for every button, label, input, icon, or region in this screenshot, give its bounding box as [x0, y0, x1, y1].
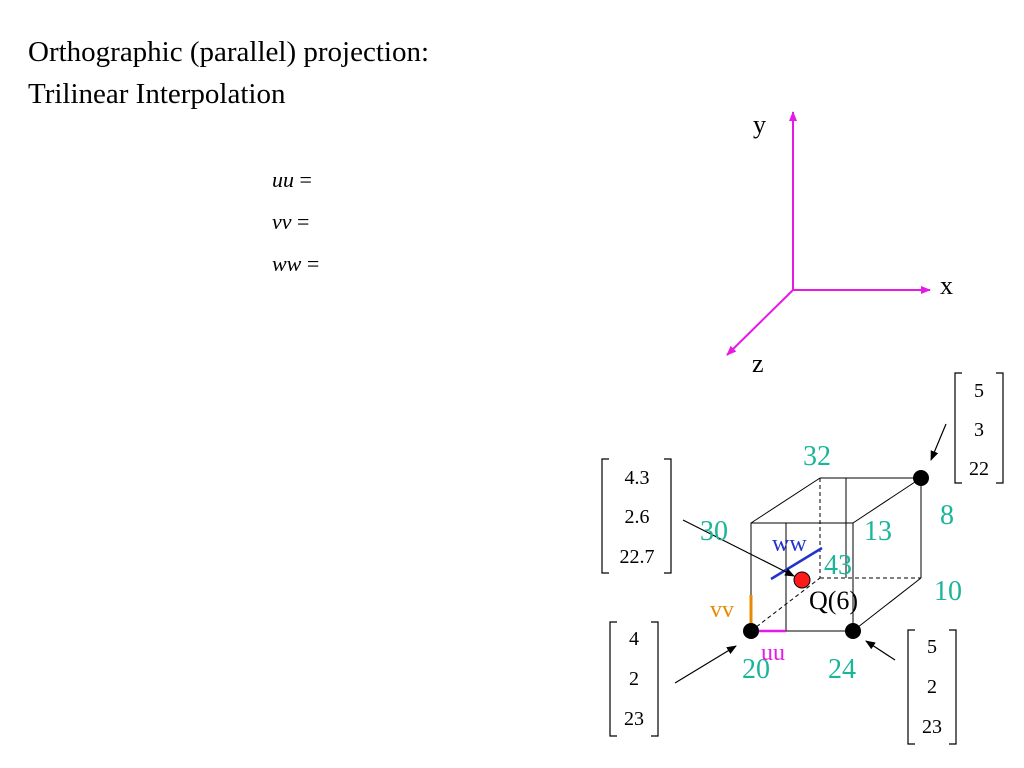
x-axis-label: x [940, 271, 953, 300]
y-axis-label: y [753, 110, 766, 139]
vector-bottom-left-y: 2 [629, 668, 639, 690]
ww-label: ww [772, 531, 807, 557]
title-line-2: Trilinear Interpolation [28, 78, 286, 110]
z-axis [726, 289, 794, 356]
cube-front-face [750, 522, 854, 632]
vector-bottom-left: 4 2 23 [609, 621, 659, 737]
z-axis-label: z [752, 349, 764, 378]
value-top-front-right: 13 [864, 516, 892, 547]
corner-point-bottom-left [743, 623, 759, 639]
value-bottom-front-right: 24 [828, 654, 856, 685]
query-point [793, 571, 811, 589]
vector-bottom-right-x: 5 [927, 636, 937, 658]
vector-point-y: 2.6 [625, 506, 650, 528]
formula-vv: vv = [272, 209, 309, 235]
corner-point-top-right [913, 470, 929, 486]
bracket-left [609, 621, 617, 737]
pointer-arrow-bottom-left [674, 645, 737, 684]
bracket-left [954, 372, 962, 484]
formula-uu-var: uu [272, 167, 294, 192]
coordinate-axes: y x z [726, 110, 953, 378]
vector-point-z: 22.7 [620, 546, 655, 568]
pointer-arrow-point [682, 519, 795, 577]
formula-vv-var: vv [272, 209, 292, 234]
formula-uu-eq: = [299, 167, 312, 192]
query-point-label: Q(6) [809, 586, 858, 615]
formula-vv-eq: = [297, 209, 310, 234]
value-inner: 43 [824, 550, 852, 581]
formula-ww-eq: = [306, 251, 320, 276]
bracket-left [907, 629, 915, 745]
vector-top-right-z: 22 [969, 458, 989, 480]
cube-edge [750, 477, 821, 524]
vector-top-right: 5 3 22 [954, 372, 1004, 484]
value-bottom-back-right: 10 [934, 576, 962, 607]
bracket-right [996, 372, 1004, 484]
vector-point: 4.3 2.6 22.7 [601, 458, 672, 574]
title-line-1: Orthographic (parallel) projection: [28, 36, 430, 68]
cube-hidden-edge [750, 577, 821, 632]
value-top-back-right: 8 [940, 500, 954, 531]
vector-bottom-left-z: 23 [624, 708, 644, 730]
value-top-back-left: 32 [803, 441, 831, 472]
formula-uu: uu = [272, 167, 312, 193]
vector-top-right-x: 5 [974, 380, 984, 402]
pointer-arrow-top-right [930, 423, 947, 461]
bracket-left [601, 458, 609, 574]
cube [750, 477, 922, 632]
bracket-right [949, 629, 957, 745]
vector-top-right-y: 3 [974, 419, 984, 441]
formula-ww-var: ww [272, 251, 302, 276]
corner-point-bottom-right [845, 623, 861, 639]
ww-segment [770, 546, 823, 581]
cube-edge [852, 477, 922, 524]
cube-edge [852, 577, 922, 632]
vector-point-x: 4.3 [625, 467, 650, 489]
vector-bottom-right: 5 2 23 [907, 629, 957, 745]
vector-bottom-right-y: 2 [927, 676, 937, 698]
corner-values: 32 30 13 8 43 10 20 24 [700, 441, 962, 685]
vector-bottom-left-x: 4 [629, 628, 639, 650]
uu-label: uu [761, 640, 785, 666]
value-bottom-front-left: 20 [742, 654, 770, 685]
vector-bottom-right-z: 23 [922, 716, 942, 738]
pointer-arrow-bottom-right [865, 640, 896, 661]
bracket-right [651, 621, 659, 737]
value-top-front-left: 30 [700, 516, 728, 547]
formula-ww: ww = [272, 251, 319, 277]
bracket-right [664, 458, 672, 574]
vv-label: vv [710, 597, 734, 623]
